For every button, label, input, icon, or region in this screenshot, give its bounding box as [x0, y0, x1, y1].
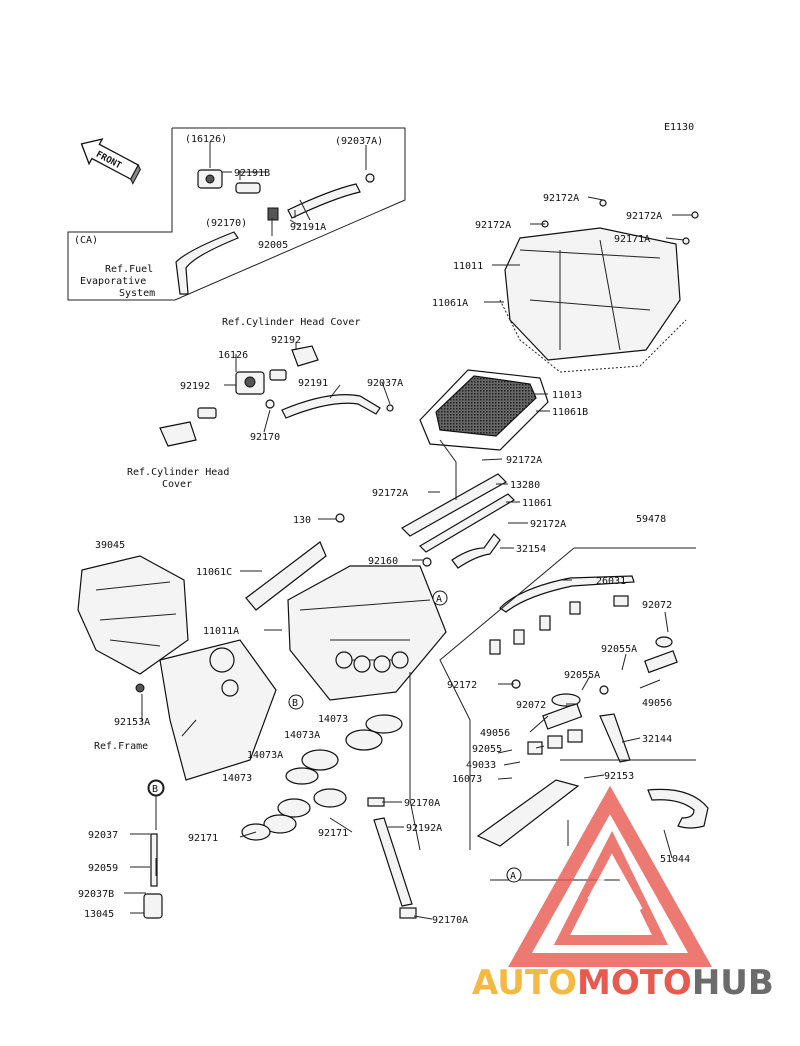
- part-11013: 11013: [552, 390, 582, 401]
- part-49056-right: 49056: [642, 698, 672, 709]
- air-filter-element: [419, 369, 549, 451]
- part-14073a-1: 14073A: [284, 730, 320, 741]
- part-92172a-5: 92172A: [372, 488, 408, 499]
- watermark-text: AUTOMOTOHUB: [472, 963, 774, 1003]
- part-92191b: 92191B: [234, 168, 270, 179]
- part-92171a: 92171A: [614, 234, 650, 245]
- part-92037a-paren: (92037A): [335, 136, 383, 147]
- part-92055a: 92055A: [564, 670, 600, 681]
- ref-cyl-head-cover-left-2: Cover: [162, 479, 192, 490]
- part-130: 130: [293, 515, 311, 526]
- ref-fuel-evap: Ref.Fuel Evaporative System: [80, 264, 155, 299]
- part-14073-a: 14073: [318, 714, 348, 725]
- seal-strips: [401, 473, 515, 569]
- part-92059: 92059: [88, 863, 118, 874]
- part-11061a: 11061A: [432, 298, 468, 309]
- air-cleaner-cover: [499, 199, 699, 373]
- callout-a-lower: A: [506, 867, 522, 883]
- drain-hose: [367, 797, 417, 919]
- front-arrow-icon: FRONT: [80, 138, 141, 185]
- part-92055: 92055: [472, 744, 502, 755]
- part-92037a: 92037A: [367, 378, 403, 389]
- part-92172a-4: 92172A: [506, 455, 542, 466]
- part-92170-paren: (92170): [205, 218, 247, 229]
- part-92171-right: 92171: [318, 828, 348, 839]
- automotohub-logo-icon: [508, 785, 712, 967]
- part-92191a: 92191A: [290, 222, 326, 233]
- part-14073a-2: 14073A: [247, 750, 283, 761]
- part-92170-mid: 92170: [250, 432, 280, 443]
- intake-ducts: [241, 714, 403, 841]
- part-92153a: 92153A: [114, 717, 150, 728]
- ref-frame: Ref.Frame: [94, 741, 148, 752]
- watermark-hub: HUB: [692, 963, 774, 1003]
- part-49056: 49056: [480, 728, 510, 739]
- part-59478: 59478: [636, 514, 666, 525]
- callout-b-frame: B: [288, 694, 304, 710]
- drain-plug: [143, 779, 165, 919]
- part-49033: 49033: [466, 760, 496, 771]
- part-11061b: 11061B: [552, 407, 588, 418]
- part-92172a-6: 92172A: [530, 519, 566, 530]
- callout-b-lower-label: B: [152, 784, 158, 795]
- ref-cyl-head-cover-left-1: Ref.Cylinder Head: [127, 467, 229, 478]
- part-26031: 26031: [596, 576, 626, 587]
- watermark-moto: MOTO: [577, 963, 692, 1003]
- part-32154: 32154: [516, 544, 546, 555]
- part-92192-top: 92192: [271, 335, 301, 346]
- ca-label: (CA): [74, 235, 98, 246]
- part-92037: 92037: [88, 830, 118, 841]
- part-92170a-mid: 92170A: [404, 798, 440, 809]
- callout-a-upper-label: A: [436, 594, 442, 605]
- part-92172a-3: 92172A: [626, 211, 662, 222]
- ca-inset-frame: [67, 127, 406, 301]
- part-92055a-right: 92055A: [601, 644, 637, 655]
- callout-a-lower-label: A: [510, 871, 516, 882]
- part-92191: 92191: [298, 378, 328, 389]
- part-16126: 16126: [218, 350, 248, 361]
- part-32144: 32144: [642, 734, 672, 745]
- part-92005: 92005: [258, 240, 288, 251]
- part-16073: 16073: [452, 774, 482, 785]
- part-92072-right: 92072: [642, 600, 672, 611]
- part-39045: 39045: [95, 540, 125, 551]
- part-92171-left: 92171: [188, 833, 218, 844]
- part-92037b: 92037B: [78, 889, 114, 900]
- callout-b-frame-label: B: [292, 698, 298, 709]
- ref-fuel-line2: Evaporative: [80, 276, 146, 287]
- watermark-auto: AUTO: [472, 963, 577, 1003]
- ref-cyl-head-cover-top: Ref.Cylinder Head Cover: [222, 317, 360, 328]
- part-11011: 11011: [453, 261, 483, 272]
- ref-fuel-line1: Ref.Fuel: [105, 264, 153, 275]
- part-14073-b: 14073: [222, 773, 252, 784]
- crankcase-breather-assembly: [159, 345, 394, 447]
- frame-throttle-body: [77, 555, 277, 781]
- callout-b-lower: B: [148, 780, 164, 796]
- callout-a-upper: A: [432, 590, 448, 606]
- ref-fuel-line3: System: [119, 288, 155, 299]
- part-13280: 13280: [510, 480, 540, 491]
- part-92192a: 92192A: [406, 823, 442, 834]
- part-92192-left: 92192: [180, 381, 210, 392]
- ca-valve-assembly: [175, 169, 375, 295]
- part-13045: 13045: [84, 909, 114, 920]
- part-92153: 92153: [604, 771, 634, 782]
- part-92160: 92160: [368, 556, 398, 567]
- part-92172a-2: 92172A: [475, 220, 511, 231]
- part-92170a-bottom: 92170A: [432, 915, 468, 926]
- part-92172: 92172: [447, 680, 477, 691]
- part-16126-paren: (16126): [185, 134, 227, 145]
- part-51044: 51044: [660, 854, 690, 865]
- part-11011a: 11011A: [203, 626, 239, 637]
- part-92172a-1: 92172A: [543, 193, 579, 204]
- part-11061: 11061: [522, 498, 552, 509]
- part-92072: 92072: [516, 700, 546, 711]
- part-11061c: 11061C: [196, 567, 232, 578]
- diagram-code: E1130: [664, 122, 694, 133]
- injector-assembly: [476, 575, 709, 847]
- air-box-lower: [245, 513, 447, 701]
